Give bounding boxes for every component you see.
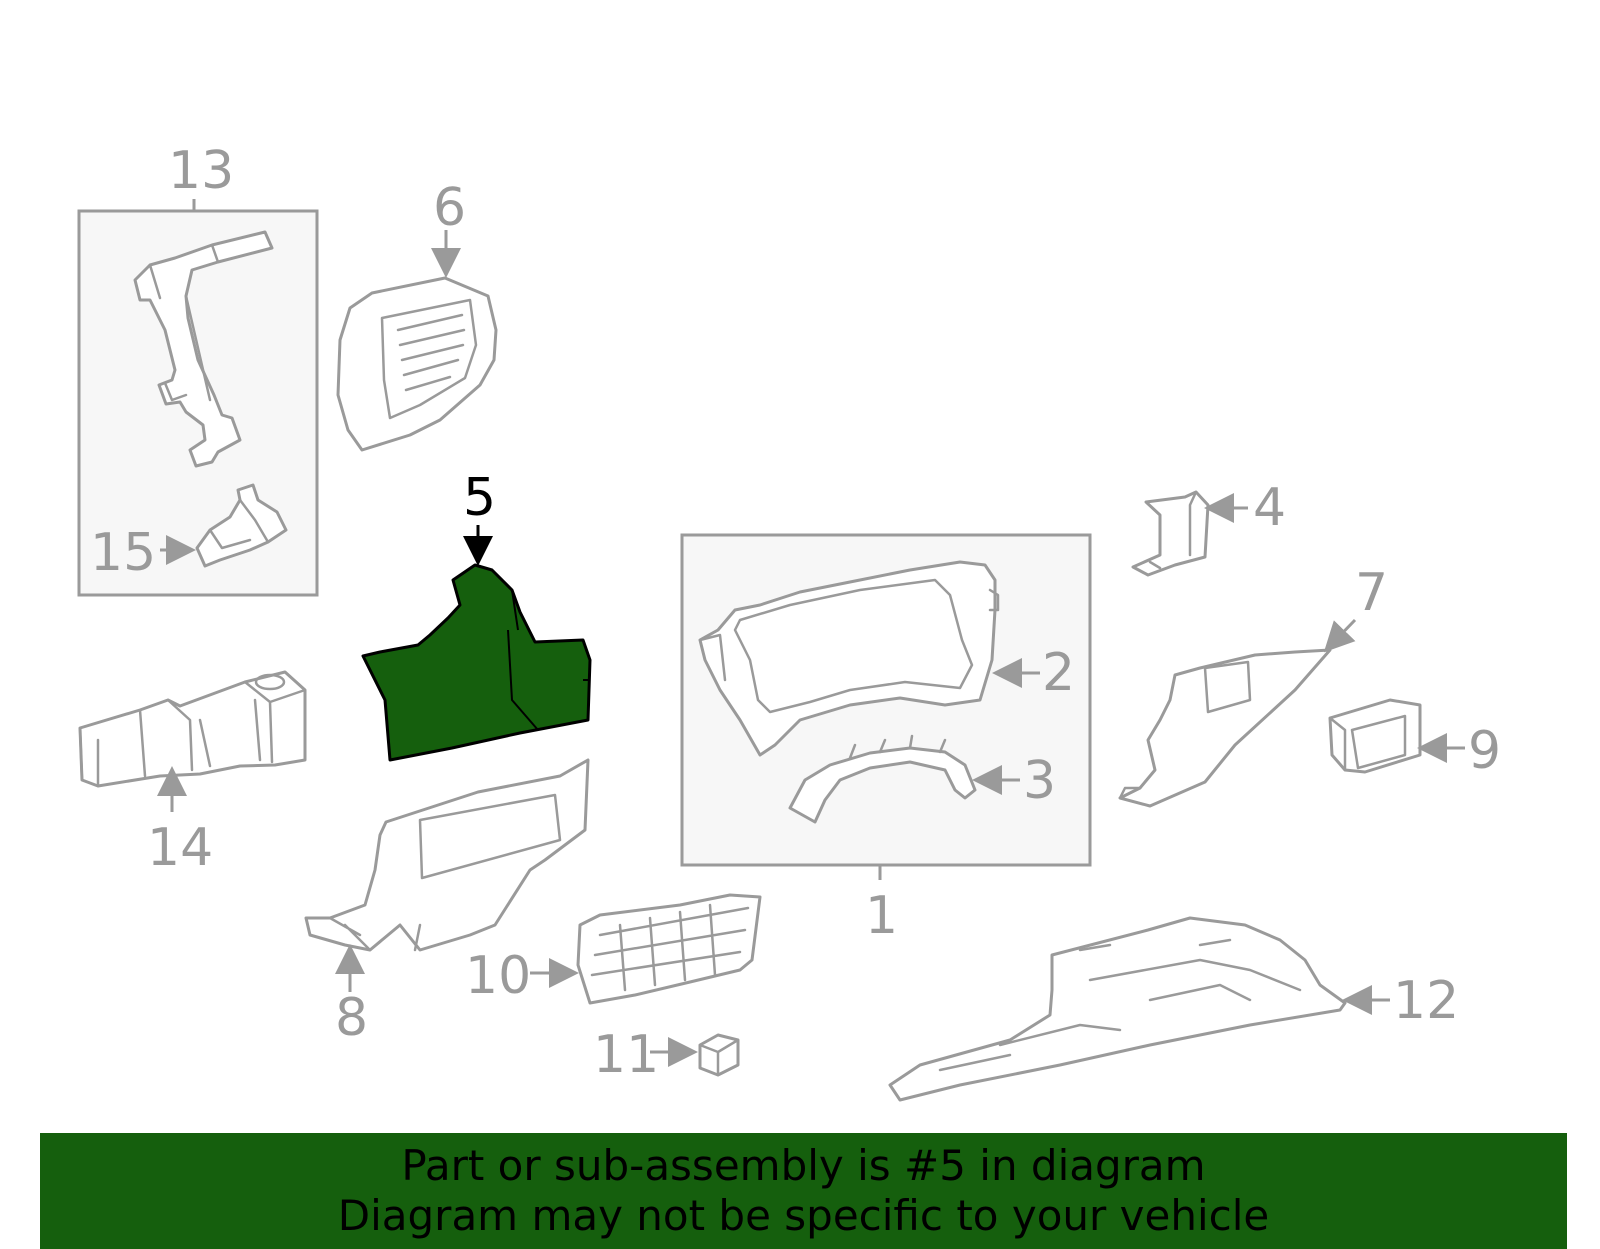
callout-15: 15 xyxy=(90,523,156,583)
part-8-panel[interactable] xyxy=(304,758,590,952)
part-9-vent[interactable] xyxy=(1328,698,1422,774)
part-2-cluster[interactable] xyxy=(698,560,1000,757)
callout-4: 4 xyxy=(1253,478,1286,538)
part-7-panel[interactable] xyxy=(1118,648,1332,808)
banner-line-2: Diagram may not be specific to your vehi… xyxy=(337,1191,1270,1240)
part-13-bracket[interactable] xyxy=(133,230,274,468)
info-banner: Part or sub-assembly is #5 in diagram Di… xyxy=(40,1133,1567,1249)
part-3-bezel[interactable] xyxy=(788,734,977,824)
callout-11: 11 xyxy=(593,1025,659,1085)
part-15-clip[interactable] xyxy=(195,483,288,568)
banner-line-1: Part or sub-assembly is #5 in diagram xyxy=(401,1141,1206,1190)
part-10-vent[interactable] xyxy=(576,893,762,1005)
part-14-housing[interactable] xyxy=(78,670,307,788)
callout-5: 5 xyxy=(463,468,496,528)
callout-8: 8 xyxy=(335,988,368,1048)
callout-9: 9 xyxy=(1468,721,1501,781)
callout-13: 13 xyxy=(168,141,234,201)
part-4-bracket[interactable] xyxy=(1131,490,1210,577)
callout-10: 10 xyxy=(465,946,531,1006)
callout-14: 14 xyxy=(147,818,213,878)
callout-6: 6 xyxy=(433,178,466,238)
callout-3: 3 xyxy=(1023,751,1056,811)
callout-2: 2 xyxy=(1042,643,1075,703)
part-11-clip[interactable] xyxy=(698,1033,740,1077)
part-5-highlighted[interactable] xyxy=(361,563,592,762)
part-12-tray[interactable] xyxy=(888,916,1347,1102)
part-6-vent[interactable] xyxy=(336,276,498,452)
callout-7: 7 xyxy=(1355,563,1388,623)
callout-12: 12 xyxy=(1393,971,1459,1031)
callout-1: 1 xyxy=(865,886,898,946)
